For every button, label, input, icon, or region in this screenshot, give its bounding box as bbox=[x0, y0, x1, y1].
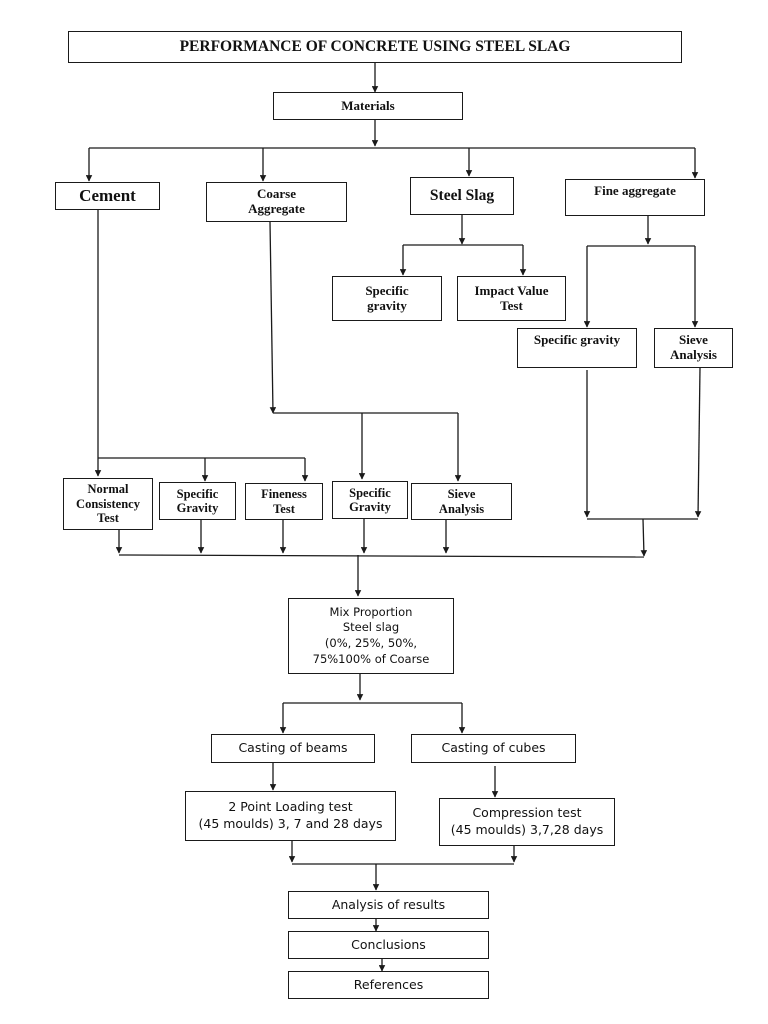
node-steel-slag: Steel Slag bbox=[410, 177, 514, 215]
node-coarse-specific-gravity: Specific Gravity bbox=[332, 481, 408, 519]
node-compression-test: Compression test (45 moulds) 3,7,28 days bbox=[439, 798, 615, 846]
compression-line-2: (45 moulds) 3,7,28 days bbox=[450, 822, 604, 837]
loading-line-2: (45 moulds) 3, 7 and 28 days bbox=[198, 816, 383, 831]
node-casting-cubes: Casting of cubes bbox=[411, 734, 576, 763]
compression-line-1: Compression test bbox=[472, 805, 582, 821]
node-analysis: Analysis of results bbox=[288, 891, 489, 919]
node-label: Steel Slag bbox=[429, 187, 495, 205]
node-two-point-loading: 2 Point Loading test (45 moulds) 3, 7 an… bbox=[185, 791, 396, 841]
node-cement-specific-gravity: Specific Gravity bbox=[159, 482, 236, 520]
node-casting-beams: Casting of beams bbox=[211, 734, 375, 763]
node-fine-sieve-analysis: Sieve Analysis bbox=[654, 328, 733, 368]
node-materials: Materials bbox=[273, 92, 463, 120]
title-box: PERFORMANCE OF CONCRETE USING STEEL SLAG bbox=[68, 31, 682, 63]
node-label: References bbox=[353, 976, 424, 992]
node-cement: Cement bbox=[55, 182, 160, 210]
node-label: Sieve Analysis bbox=[438, 487, 485, 516]
node-coarse-sieve-analysis: Sieve Analysis bbox=[411, 483, 512, 520]
node-slag-specific-gravity: Specific gravity bbox=[332, 276, 442, 321]
mix-line-4: 75%100% of Coarse bbox=[312, 651, 430, 666]
node-label: Impact Value Test bbox=[474, 282, 549, 313]
node-cement-normal-consistency: Normal Consistency Test bbox=[63, 478, 153, 530]
node-label: Specific gravity bbox=[365, 282, 409, 313]
node-label: Fine aggregate bbox=[594, 183, 676, 198]
node-label: Cement bbox=[79, 186, 136, 206]
node-label: Materials bbox=[341, 97, 395, 113]
node-fine-aggregate: Fine aggregate bbox=[565, 179, 705, 216]
node-slag-impact-value: Impact Value Test bbox=[457, 276, 566, 321]
connector-coarse-down bbox=[269, 221, 277, 414]
node-label: Specific Gravity bbox=[176, 486, 219, 515]
node-conclusions: Conclusions bbox=[288, 931, 489, 959]
mix-line-1: Mix Proportion bbox=[329, 604, 413, 619]
node-coarse-aggregate: Coarse Aggregate bbox=[206, 182, 347, 222]
mix-line-2: Steel slag bbox=[342, 620, 400, 635]
node-label: Specific gravity bbox=[533, 332, 621, 347]
connector-fine-merge-down bbox=[640, 518, 648, 557]
node-cement-fineness: Fineness Test bbox=[245, 483, 323, 520]
bus-tests-merge bbox=[118, 554, 645, 558]
node-label: Casting of beams bbox=[238, 740, 348, 756]
node-label: Sieve Analysis bbox=[670, 332, 717, 362]
node-fine-specific-gravity: Specific gravity bbox=[517, 328, 637, 368]
node-label: Coarse Aggregate bbox=[248, 186, 305, 216]
title-text: PERFORMANCE OF CONCRETE USING STEEL SLAG bbox=[179, 38, 571, 56]
node-mix-proportion: Mix Proportion Steel slag (0%, 25%, 50%,… bbox=[288, 598, 454, 674]
node-label: Casting of cubes bbox=[441, 740, 546, 756]
node-label: Fineness Test bbox=[261, 487, 307, 516]
connector-fine-sieve-down bbox=[694, 367, 702, 518]
node-label: Analysis of results bbox=[331, 896, 446, 912]
mix-line-3: (0%, 25%, 50%, bbox=[324, 636, 418, 650]
node-label: Conclusions bbox=[351, 936, 426, 952]
node-references: References bbox=[288, 971, 489, 999]
loading-line-1: 2 Point Loading test bbox=[228, 799, 353, 815]
node-label: Specific Gravity bbox=[349, 485, 391, 514]
node-label: Normal Consistency Test bbox=[76, 482, 140, 526]
